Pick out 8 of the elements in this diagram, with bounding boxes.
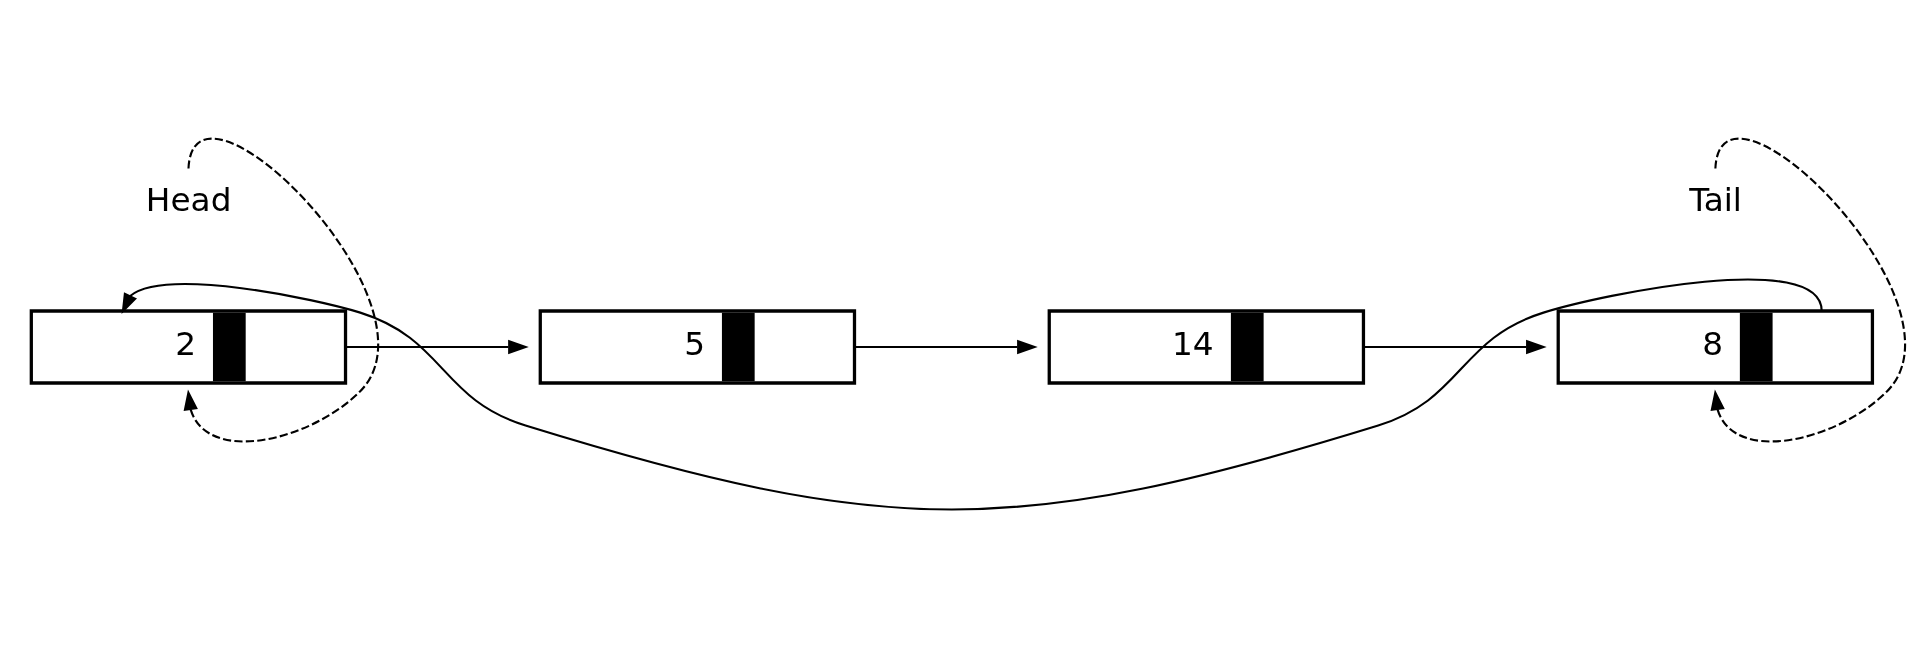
node-text: Tail [1689, 181, 1742, 220]
arrow [853, 339, 1038, 355]
arrow [344, 339, 529, 355]
node-text: Head [145, 181, 232, 220]
arrow [1362, 339, 1547, 355]
arrow [1710, 138, 1906, 443]
arrow [121, 278, 1823, 511]
arrow [183, 138, 379, 443]
